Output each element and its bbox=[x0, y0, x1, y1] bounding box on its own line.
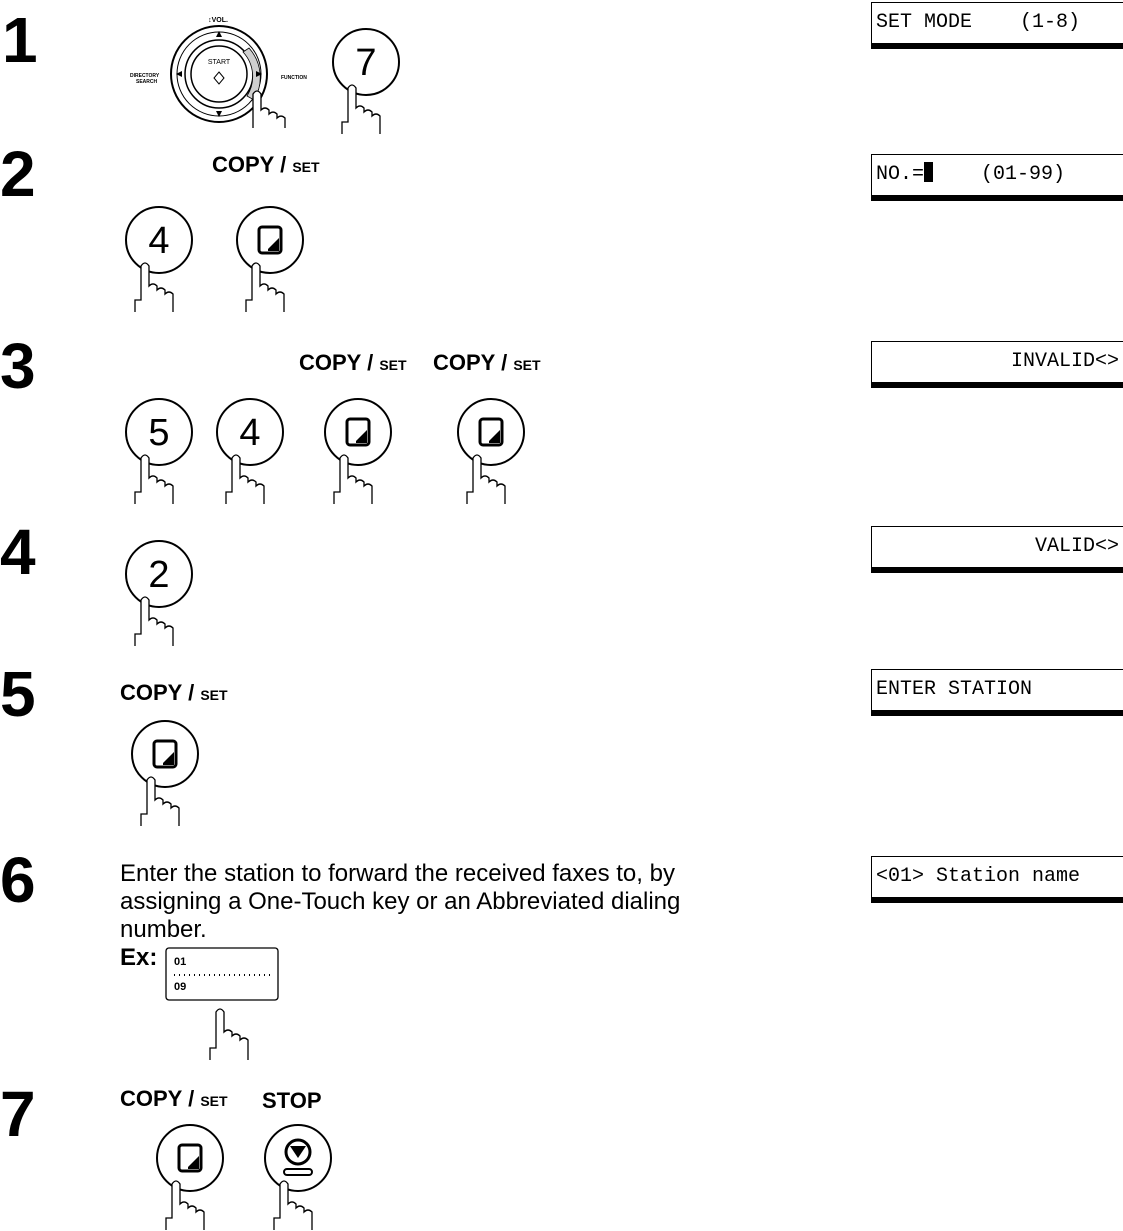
step-number-6: 6 bbox=[0, 848, 36, 912]
step-number-3: 3 bbox=[0, 334, 36, 398]
copy-set-label: COPY / SET bbox=[212, 152, 320, 178]
step-6-instruction: Enter the station to forward the receive… bbox=[120, 860, 760, 944]
lcd-display-step-5: ENTER STATION bbox=[871, 669, 1123, 716]
display-prefix: NO.= bbox=[876, 163, 924, 186]
copy-set-label: COPY / SET bbox=[120, 1086, 228, 1112]
display-range: (01-99) bbox=[933, 163, 1065, 186]
navigation-dial[interactable]: ↕VOL. START DIRECTORY SEARCH FUNCTION bbox=[118, 4, 318, 134]
example-label: Ex: bbox=[120, 944, 157, 972]
key-7[interactable]: 7 bbox=[326, 22, 406, 142]
copy-set-label: COPY / SET bbox=[299, 350, 407, 376]
step-number-2: 2 bbox=[0, 142, 36, 206]
cursor-icon bbox=[924, 162, 933, 182]
search-label: SEARCH bbox=[136, 79, 158, 85]
key-4-label: 4 bbox=[239, 412, 260, 454]
lcd-display-step-3: INVALID<> bbox=[871, 341, 1123, 388]
stop-key[interactable] bbox=[258, 1118, 338, 1231]
key-2-label: 2 bbox=[148, 554, 169, 596]
step-number-1: 1 bbox=[2, 8, 38, 72]
step-number-7: 7 bbox=[0, 1082, 36, 1146]
step-number-5: 5 bbox=[0, 662, 36, 726]
key-2[interactable]: 2 bbox=[119, 534, 199, 654]
key-4[interactable]: 4 bbox=[210, 392, 290, 512]
key-4-label: 4 bbox=[148, 220, 169, 262]
pointing-hand-icon bbox=[210, 1009, 248, 1060]
key-5[interactable]: 5 bbox=[119, 392, 199, 512]
function-label: FUNCTION bbox=[281, 75, 307, 81]
key-4[interactable]: 4 bbox=[119, 200, 199, 320]
pointing-hand-icon bbox=[253, 91, 285, 128]
copy-set-key[interactable] bbox=[318, 392, 398, 512]
lcd-display-step-6: <01> Station name bbox=[871, 856, 1123, 903]
copy-set-key[interactable] bbox=[125, 714, 205, 834]
lcd-display-step-4: VALID<> bbox=[871, 526, 1123, 573]
lcd-display-step-2: NO.= (01-99) bbox=[871, 154, 1123, 201]
vol-label: ↕VOL. bbox=[208, 17, 228, 24]
lcd-display-step-1: SET MODE (1-8) bbox=[871, 2, 1123, 49]
key-5-label: 5 bbox=[148, 412, 169, 454]
copy-set-key[interactable] bbox=[451, 392, 531, 512]
key-01-label: 01 bbox=[174, 956, 186, 968]
key-7-label: 7 bbox=[355, 42, 376, 84]
copy-set-label: COPY / SET bbox=[433, 350, 541, 376]
copy-set-key[interactable] bbox=[230, 200, 310, 320]
copy-set-label: COPY / SET bbox=[120, 680, 228, 706]
stop-label: STOP bbox=[262, 1088, 322, 1114]
key-09-label: 09 bbox=[174, 981, 186, 993]
start-label: START bbox=[208, 59, 231, 66]
copy-set-key[interactable] bbox=[150, 1118, 230, 1231]
step-number-4: 4 bbox=[0, 520, 36, 584]
one-touch-key-panel[interactable]: 01 09 bbox=[164, 946, 284, 1066]
